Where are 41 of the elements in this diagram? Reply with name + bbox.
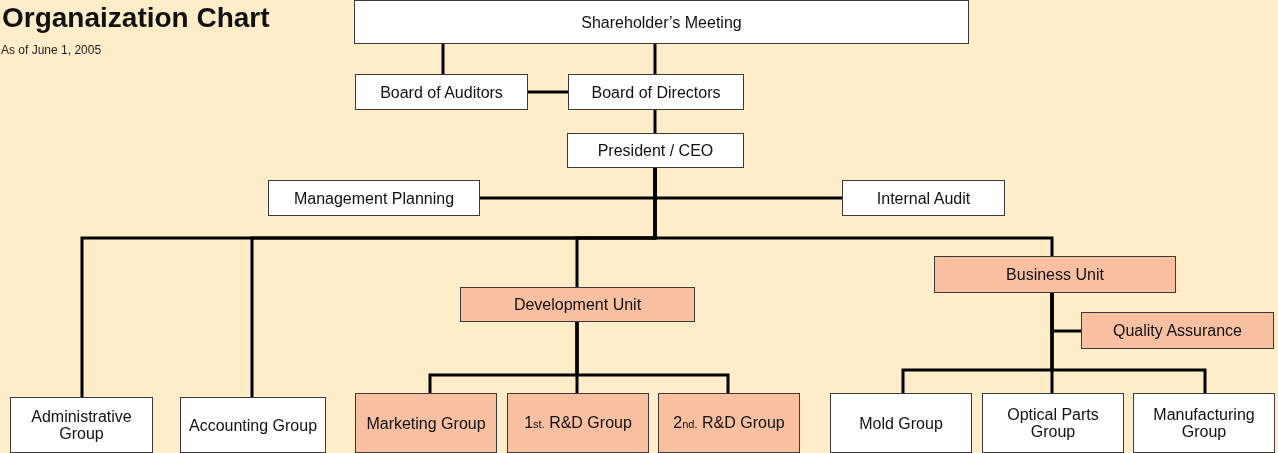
org-box — [842, 180, 1005, 216]
org-box — [355, 74, 528, 110]
node-label: Board of Auditors — [379, 83, 504, 101]
org-box — [10, 397, 153, 453]
node-label: President / CEO — [596, 142, 715, 159]
node-label: Business Unit — [1005, 266, 1105, 283]
node-label: Accounting Group — [187, 416, 319, 434]
connector-line — [575, 322, 730, 393]
org-box — [268, 180, 480, 216]
org-box — [830, 393, 972, 453]
node-label: Marketing Group — [365, 414, 487, 432]
date-note: As of June 1, 2005 — [1, 43, 102, 57]
unit-box — [507, 393, 649, 453]
node-label: Board of Directors — [590, 83, 722, 101]
connector-line — [1050, 293, 1207, 393]
node-label: Development Unit — [512, 296, 643, 313]
node-label: Manufacturing Group — [1152, 406, 1256, 440]
org-box — [180, 397, 326, 453]
node-label: Administrative Group — [30, 408, 133, 442]
node-label: Mold Group — [858, 414, 944, 432]
node-label: Management Planning — [292, 189, 456, 207]
unit-box — [355, 393, 497, 453]
org-box — [567, 133, 744, 168]
unit-box — [460, 287, 695, 322]
chart-title: Organaization Chart — [2, 2, 270, 34]
node-label: Internal Audit — [875, 189, 972, 207]
connector-line — [653, 44, 657, 74]
node-label: Quality Assurance — [1112, 322, 1243, 339]
unit-box — [1081, 312, 1274, 349]
connector-line — [653, 110, 657, 133]
connector-line — [653, 168, 1054, 256]
connector-line — [441, 44, 445, 74]
node-label: Optical Parts Group — [1006, 406, 1100, 440]
org-box — [1133, 393, 1275, 453]
connector-line — [528, 90, 568, 94]
unit-box — [934, 256, 1176, 293]
unit-box — [658, 393, 800, 453]
org-box — [354, 0, 969, 44]
org-box — [568, 74, 744, 110]
node-label: Shareholder’s Meeting — [580, 13, 743, 31]
org-box — [982, 393, 1124, 453]
